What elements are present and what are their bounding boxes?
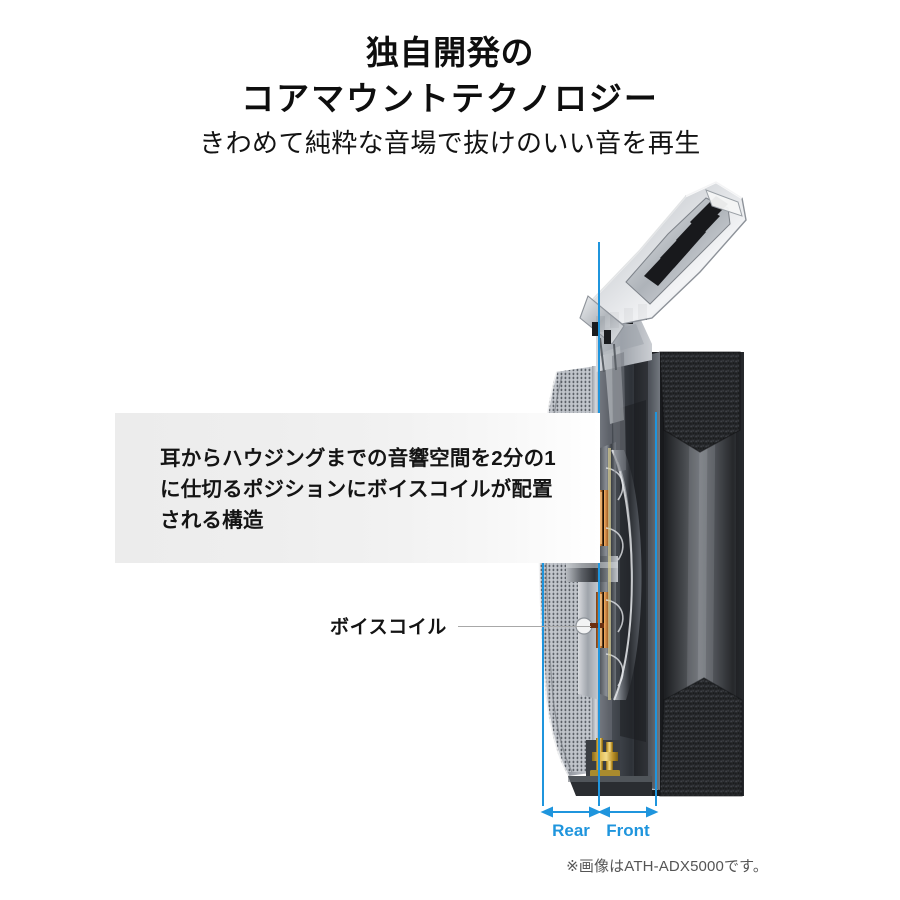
heading-line-2: コアマウントテクノロジー [241, 80, 659, 117]
heading-subtitle: きわめて純粋な音場で抜けのいい音を再生 [199, 128, 701, 158]
driver-yoke [596, 304, 652, 472]
driver-housing [596, 352, 660, 790]
front-label: Front [606, 821, 650, 840]
callout-text: 耳からハウジングまでの音響空間を2分の1に仕切るポジションにボイスコイルが配置さ… [160, 447, 556, 532]
callout-panel: 耳からハウジングまでの音響空間を2分の1に仕切るポジションにボイスコイルが配置さ… [115, 413, 600, 563]
earpad-assembly [645, 351, 744, 797]
detachable-cable-connector [579, 180, 747, 373]
terminal-pins [568, 738, 652, 796]
dimension-arrows [540, 806, 659, 818]
heading-block: 独自開発の コアマウントテクノロジー きわめて純粋な音場で抜けのいい音を再生 [0, 30, 900, 164]
voice-coil-leader-line [458, 626, 591, 627]
image-disclaimer-caption: ※画像はATH-ADX5000です。 [566, 858, 768, 875]
heading-line-1: 独自開発の [365, 34, 535, 71]
voice-coil-label: ボイスコイル [330, 617, 447, 638]
rear-label: Rear [552, 821, 590, 840]
